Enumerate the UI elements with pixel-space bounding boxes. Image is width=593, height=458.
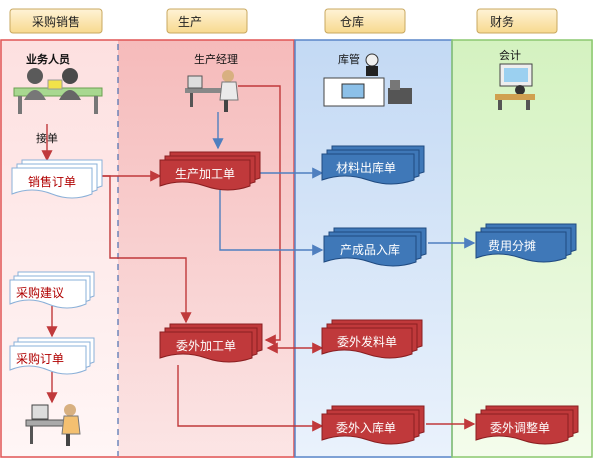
- role-finance-label: 会计: [499, 49, 521, 62]
- doc-purchase-order-label: 采购订单: [16, 351, 64, 366]
- production-lane: [118, 40, 295, 458]
- sales-staff-icon: [13, 68, 103, 114]
- doc-outsourcing-adjust[interactable]: 委外调整单: [475, 405, 579, 445]
- doc-purchase-suggestion-label: 采购建议: [16, 285, 64, 300]
- accountant-icon: [495, 63, 535, 110]
- tab-warehouse-label: 仓库: [340, 14, 364, 29]
- doc-outsourcing-in-label: 委外入库单: [336, 420, 396, 435]
- doc-outsourcing-issue[interactable]: 委外发料单: [321, 319, 423, 359]
- connectors: [41, 85, 476, 432]
- warehouse-keeper-icon: [323, 53, 412, 107]
- tab-production: 生产: [166, 8, 248, 34]
- purchaser-icon: [25, 404, 81, 446]
- sales-lane-border: [0, 39, 295, 458]
- role-production-label: 生产经理: [194, 52, 238, 66]
- doc-purchase-order[interactable]: 采购订单: [9, 337, 95, 375]
- doc-sales-order-label: 销售订单: [28, 174, 76, 189]
- role-sales-label: 业务人员: [26, 52, 70, 66]
- tab-warehouse: 仓库: [324, 8, 406, 34]
- doc-expense-allocation[interactable]: 费用分摊: [475, 223, 577, 263]
- arrow-order-to-outsourcing: [101, 175, 192, 324]
- finance-lane-border: [451, 39, 593, 458]
- doc-expense-allocation-label: 费用分摊: [488, 239, 536, 253]
- tab-sales-purchase: 采购销售: [9, 8, 103, 34]
- tab-production-label: 生产: [178, 15, 202, 29]
- doc-material-out-label: 材料出库单: [336, 160, 396, 175]
- doc-outsourcing-adjust-label: 委外调整单: [490, 420, 550, 435]
- role-warehouse-label: 库管: [338, 52, 360, 66]
- doc-outsourcing-in[interactable]: 委外入库单: [321, 405, 425, 445]
- doc-product-in[interactable]: 产成品入库: [323, 227, 427, 267]
- tab-sales-label: 采购销售: [32, 14, 80, 29]
- doc-material-out[interactable]: 材料出库单: [321, 145, 425, 185]
- arrow-outsourcing-to-in: [177, 365, 324, 432]
- doc-outsourcing-issue-label: 委外发料单: [337, 334, 397, 349]
- doc-production-work-order[interactable]: 生产加工单: [159, 151, 261, 191]
- doc-sales-order[interactable]: 销售订单: [11, 159, 103, 199]
- doc-product-in-label: 产成品入库: [340, 242, 400, 257]
- doc-outsourcing-work-order[interactable]: 委外加工单: [159, 323, 263, 363]
- tab-finance-label: 财务: [490, 14, 514, 29]
- production-manager-icon: [185, 70, 239, 112]
- doc-production-work-order-label: 生产加工单: [175, 167, 235, 181]
- doc-outsourcing-work-order-label: 委外加工单: [176, 339, 236, 353]
- tab-finance: 财务: [476, 8, 558, 34]
- arrow-production-to-product-in: [219, 190, 324, 256]
- arrow-manager-to-outsourcing: [238, 85, 281, 346]
- doc-purchase-suggestion[interactable]: 采购建议: [9, 271, 95, 309]
